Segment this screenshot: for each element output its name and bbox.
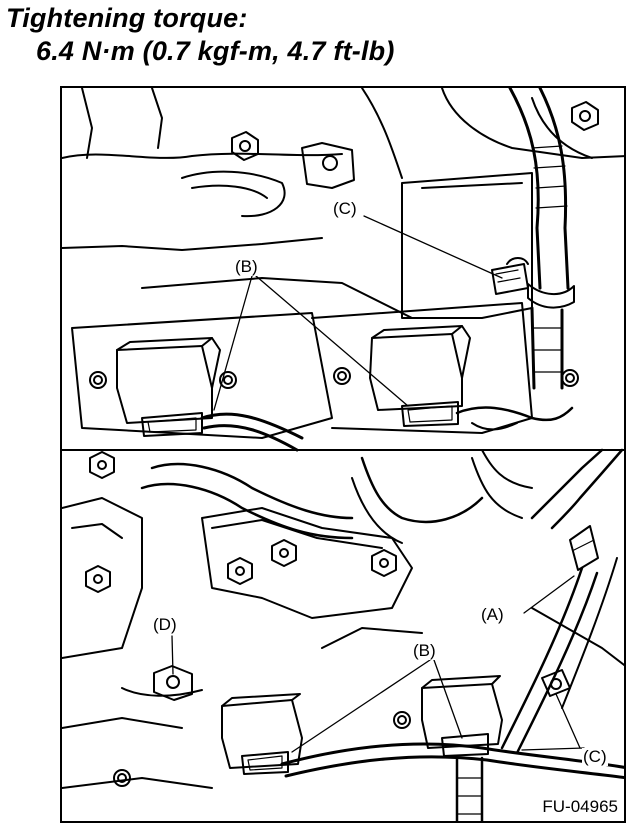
bottom-panel-drawing xyxy=(62,448,624,821)
callout-a-bottom: (A) xyxy=(480,605,505,624)
callout-b-top: (B) xyxy=(234,257,259,276)
engine-illustration: (C) (B) (A) (B) (C) (D) FU-04965 xyxy=(60,86,626,823)
callout-b-bottom: (B) xyxy=(412,641,437,660)
figure-code: FU-04965 xyxy=(542,797,618,816)
callout-c-top: (C) xyxy=(332,199,358,218)
torque-value: 6.4 N·m (0.7 kgf-m, 4.7 ft-lb) xyxy=(36,36,395,66)
callout-c-bottom: (C) xyxy=(582,747,608,766)
top-panel-drawing xyxy=(62,88,624,452)
callout-d-bottom: (D) xyxy=(152,615,178,634)
engine-line-drawing xyxy=(62,88,624,821)
torque-title: Tightening torque: xyxy=(6,3,248,33)
torque-heading: Tightening torque: 6.4 N·m (0.7 kgf-m, 4… xyxy=(6,2,395,68)
